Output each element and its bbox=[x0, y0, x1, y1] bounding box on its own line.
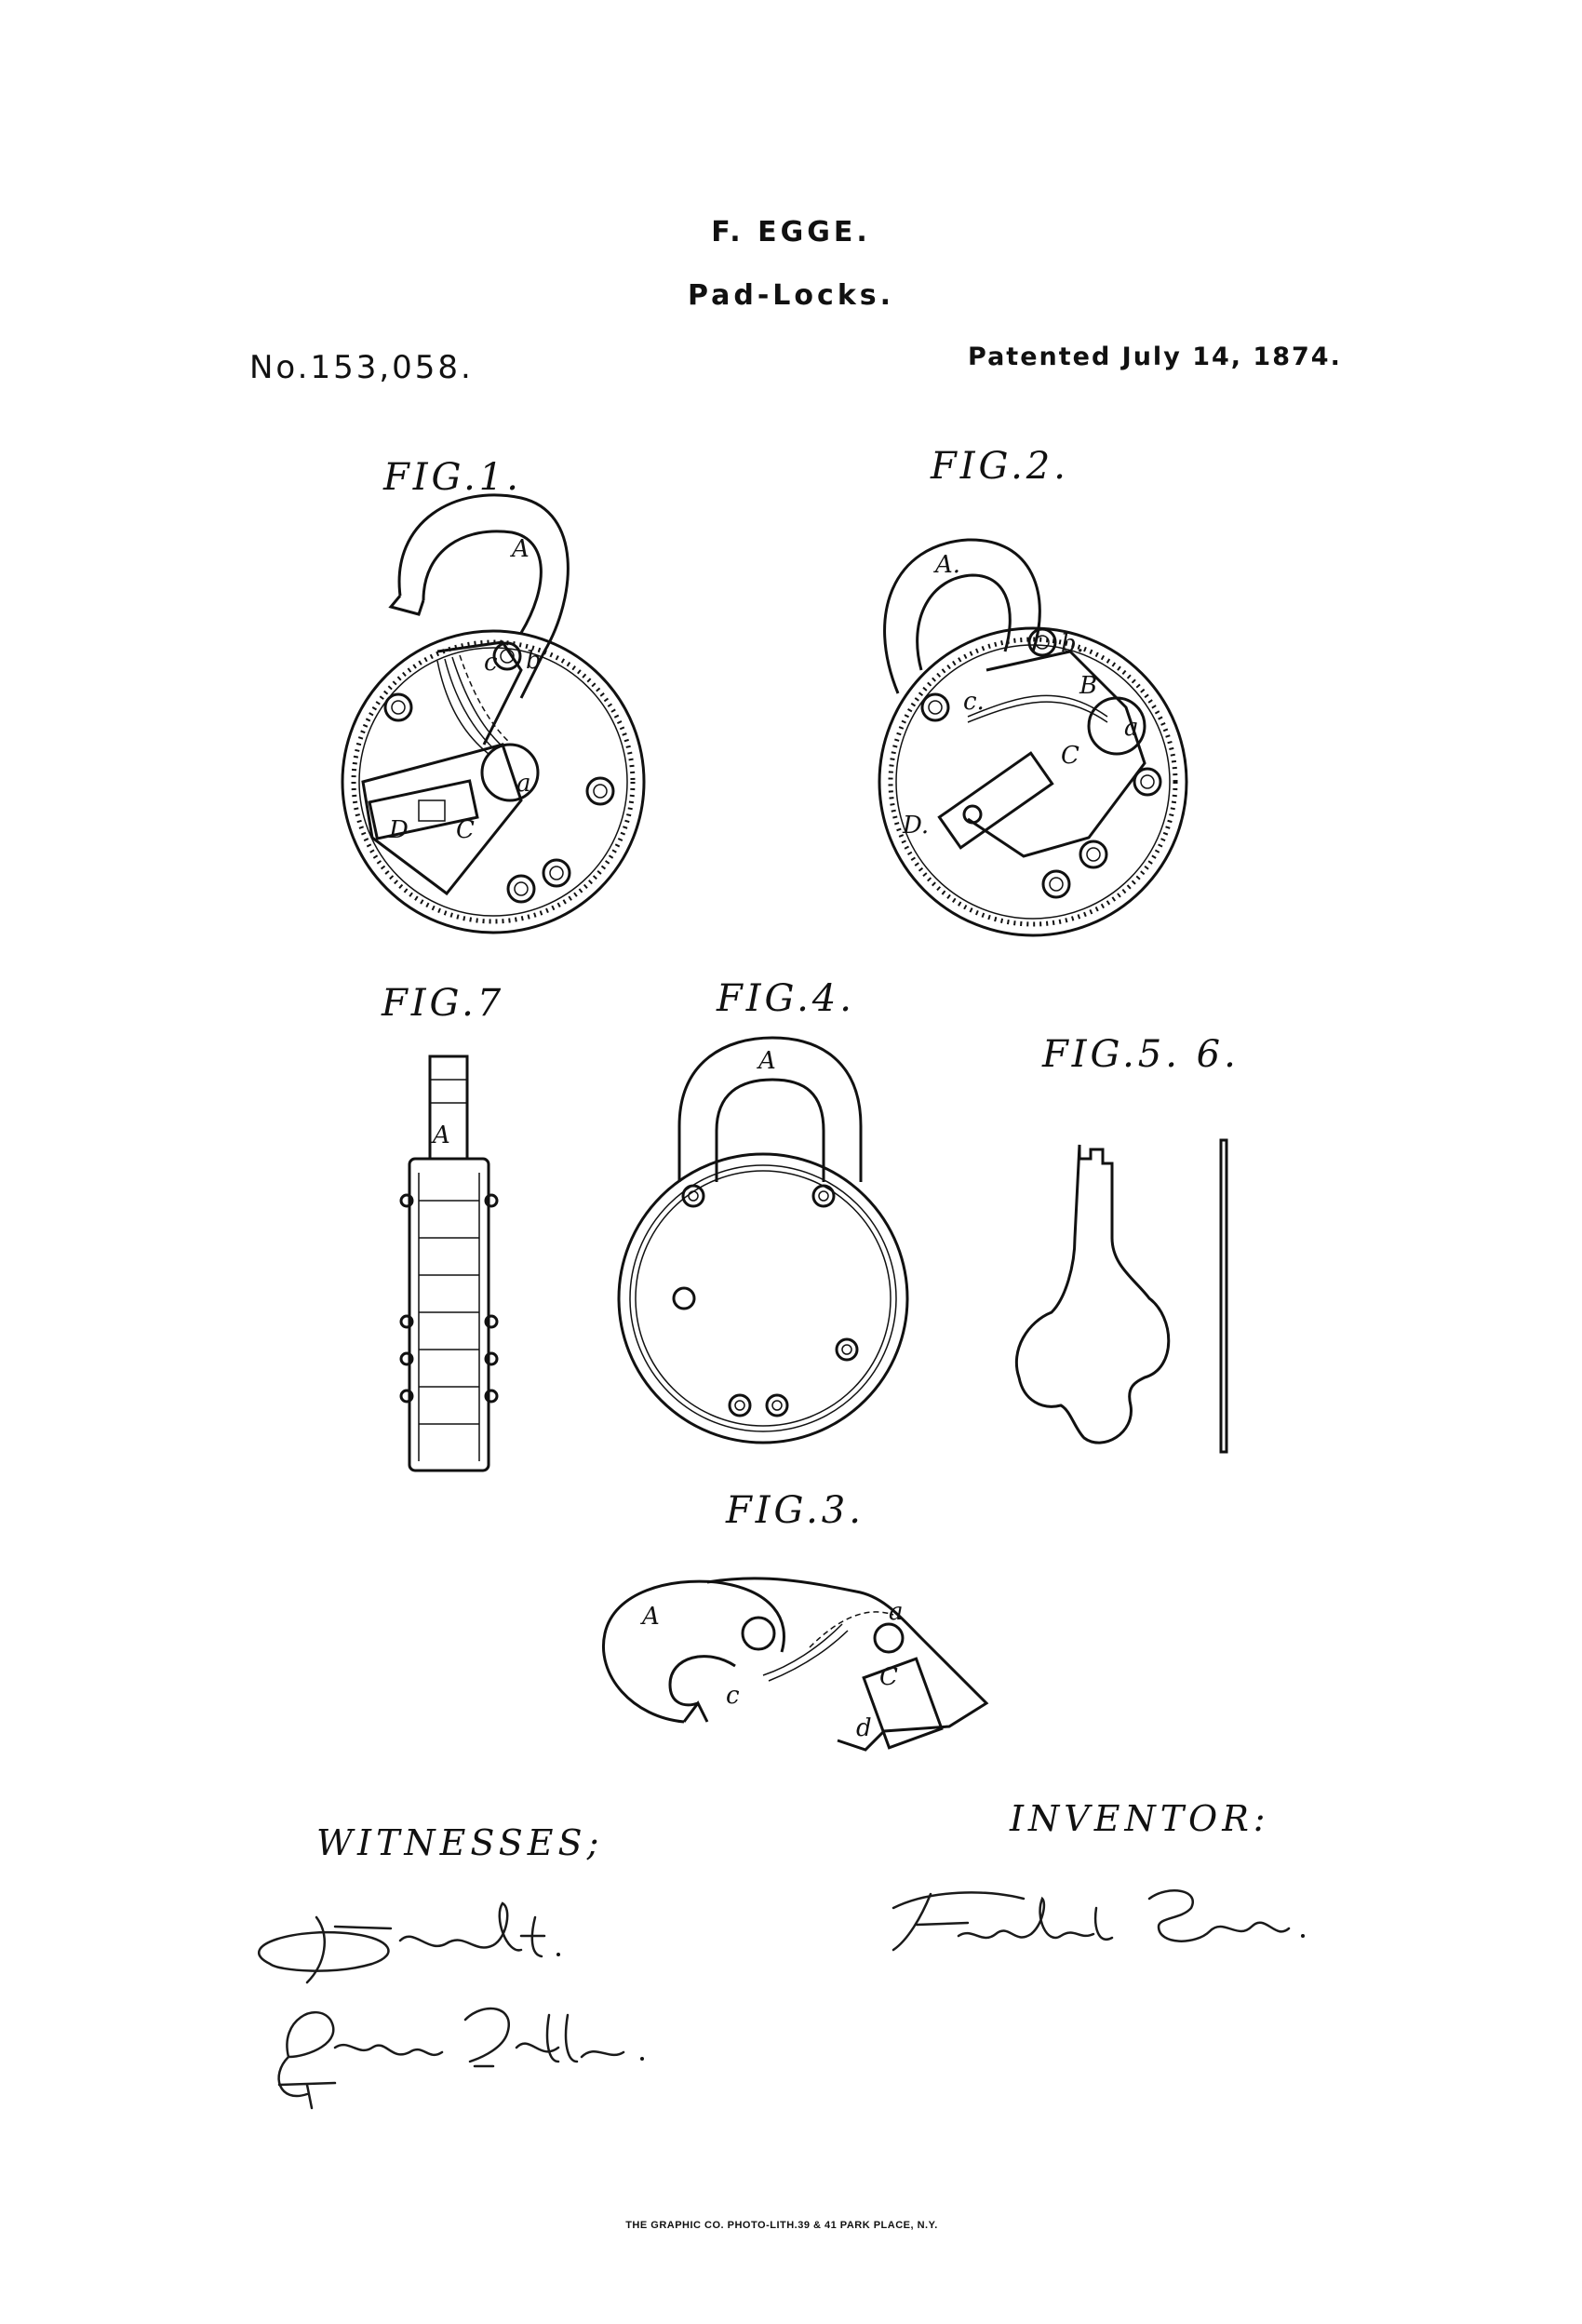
fig3-label-a-upper: A bbox=[640, 1603, 660, 1631]
fig2-label-b: b. bbox=[1061, 630, 1084, 658]
fig2-label-a-upper: A. bbox=[933, 551, 960, 579]
fig3-drawing: A a c C d bbox=[602, 1577, 989, 1752]
fig7-caption: FIG.7 bbox=[382, 982, 505, 1025]
witnesses-caption: WITNESSES; bbox=[316, 1822, 604, 1863]
lithographer-imprint: THE GRAPHIC CO. PHOTO-LITH.39 & 41 PARK … bbox=[625, 2220, 938, 2231]
fig3-label-d: d bbox=[856, 1714, 872, 1742]
fig2-label-b-upper: B bbox=[1079, 672, 1097, 700]
fig4-label-a: A bbox=[757, 1047, 776, 1075]
fig2-caption: FIG.2. bbox=[931, 445, 1069, 488]
fig2-label-c-upper: C bbox=[1061, 742, 1079, 770]
inventor-caption: INVENTOR: bbox=[1010, 1798, 1270, 1839]
patent-title: Pad-Locks. bbox=[687, 279, 895, 312]
fig2-label-c: c. bbox=[963, 688, 985, 716]
fig3-caption: FIG.3. bbox=[726, 1489, 865, 1532]
witness-1-signature bbox=[258, 1901, 560, 1984]
inventor-name: F. EGGE. bbox=[711, 216, 871, 249]
fig1-label-a: a bbox=[516, 770, 531, 798]
fig3-label-c: c bbox=[726, 1682, 740, 1710]
inventor-signature bbox=[892, 1889, 1305, 1952]
fig1-label-b: b bbox=[526, 647, 542, 675]
fig2-label-a: a bbox=[1124, 714, 1139, 742]
fig4-drawing: A bbox=[617, 1036, 909, 1444]
fig1-drawing: A b c a D C bbox=[341, 493, 646, 934]
fig1-label-a-upper: A bbox=[510, 535, 530, 563]
fig1-label-c-upper: C bbox=[456, 816, 475, 844]
witness-2-signature bbox=[277, 2007, 644, 2110]
fig7-label-a: A bbox=[431, 1122, 450, 1149]
fig4-caption: FIG.4. bbox=[717, 977, 855, 1020]
fig3-label-a: a bbox=[889, 1598, 904, 1626]
patent-date: Patented July 14, 1874. bbox=[968, 343, 1342, 371]
fig1-label-d: D bbox=[388, 816, 409, 844]
fig5-6-caption: FIG.5. 6. bbox=[1042, 1033, 1240, 1076]
fig7-drawing: A bbox=[399, 1055, 499, 1472]
patent-number: No.153,058. bbox=[249, 349, 474, 386]
fig2-drawing: A. b. B c. a C D. bbox=[878, 538, 1188, 937]
fig1-caption: FIG.1. bbox=[383, 456, 522, 499]
fig2-label-d: D. bbox=[902, 812, 929, 840]
fig3-label-c-upper: C bbox=[879, 1663, 898, 1691]
fig5-6-drawing bbox=[1014, 1138, 1228, 1454]
fig1-label-c: c bbox=[484, 649, 498, 677]
